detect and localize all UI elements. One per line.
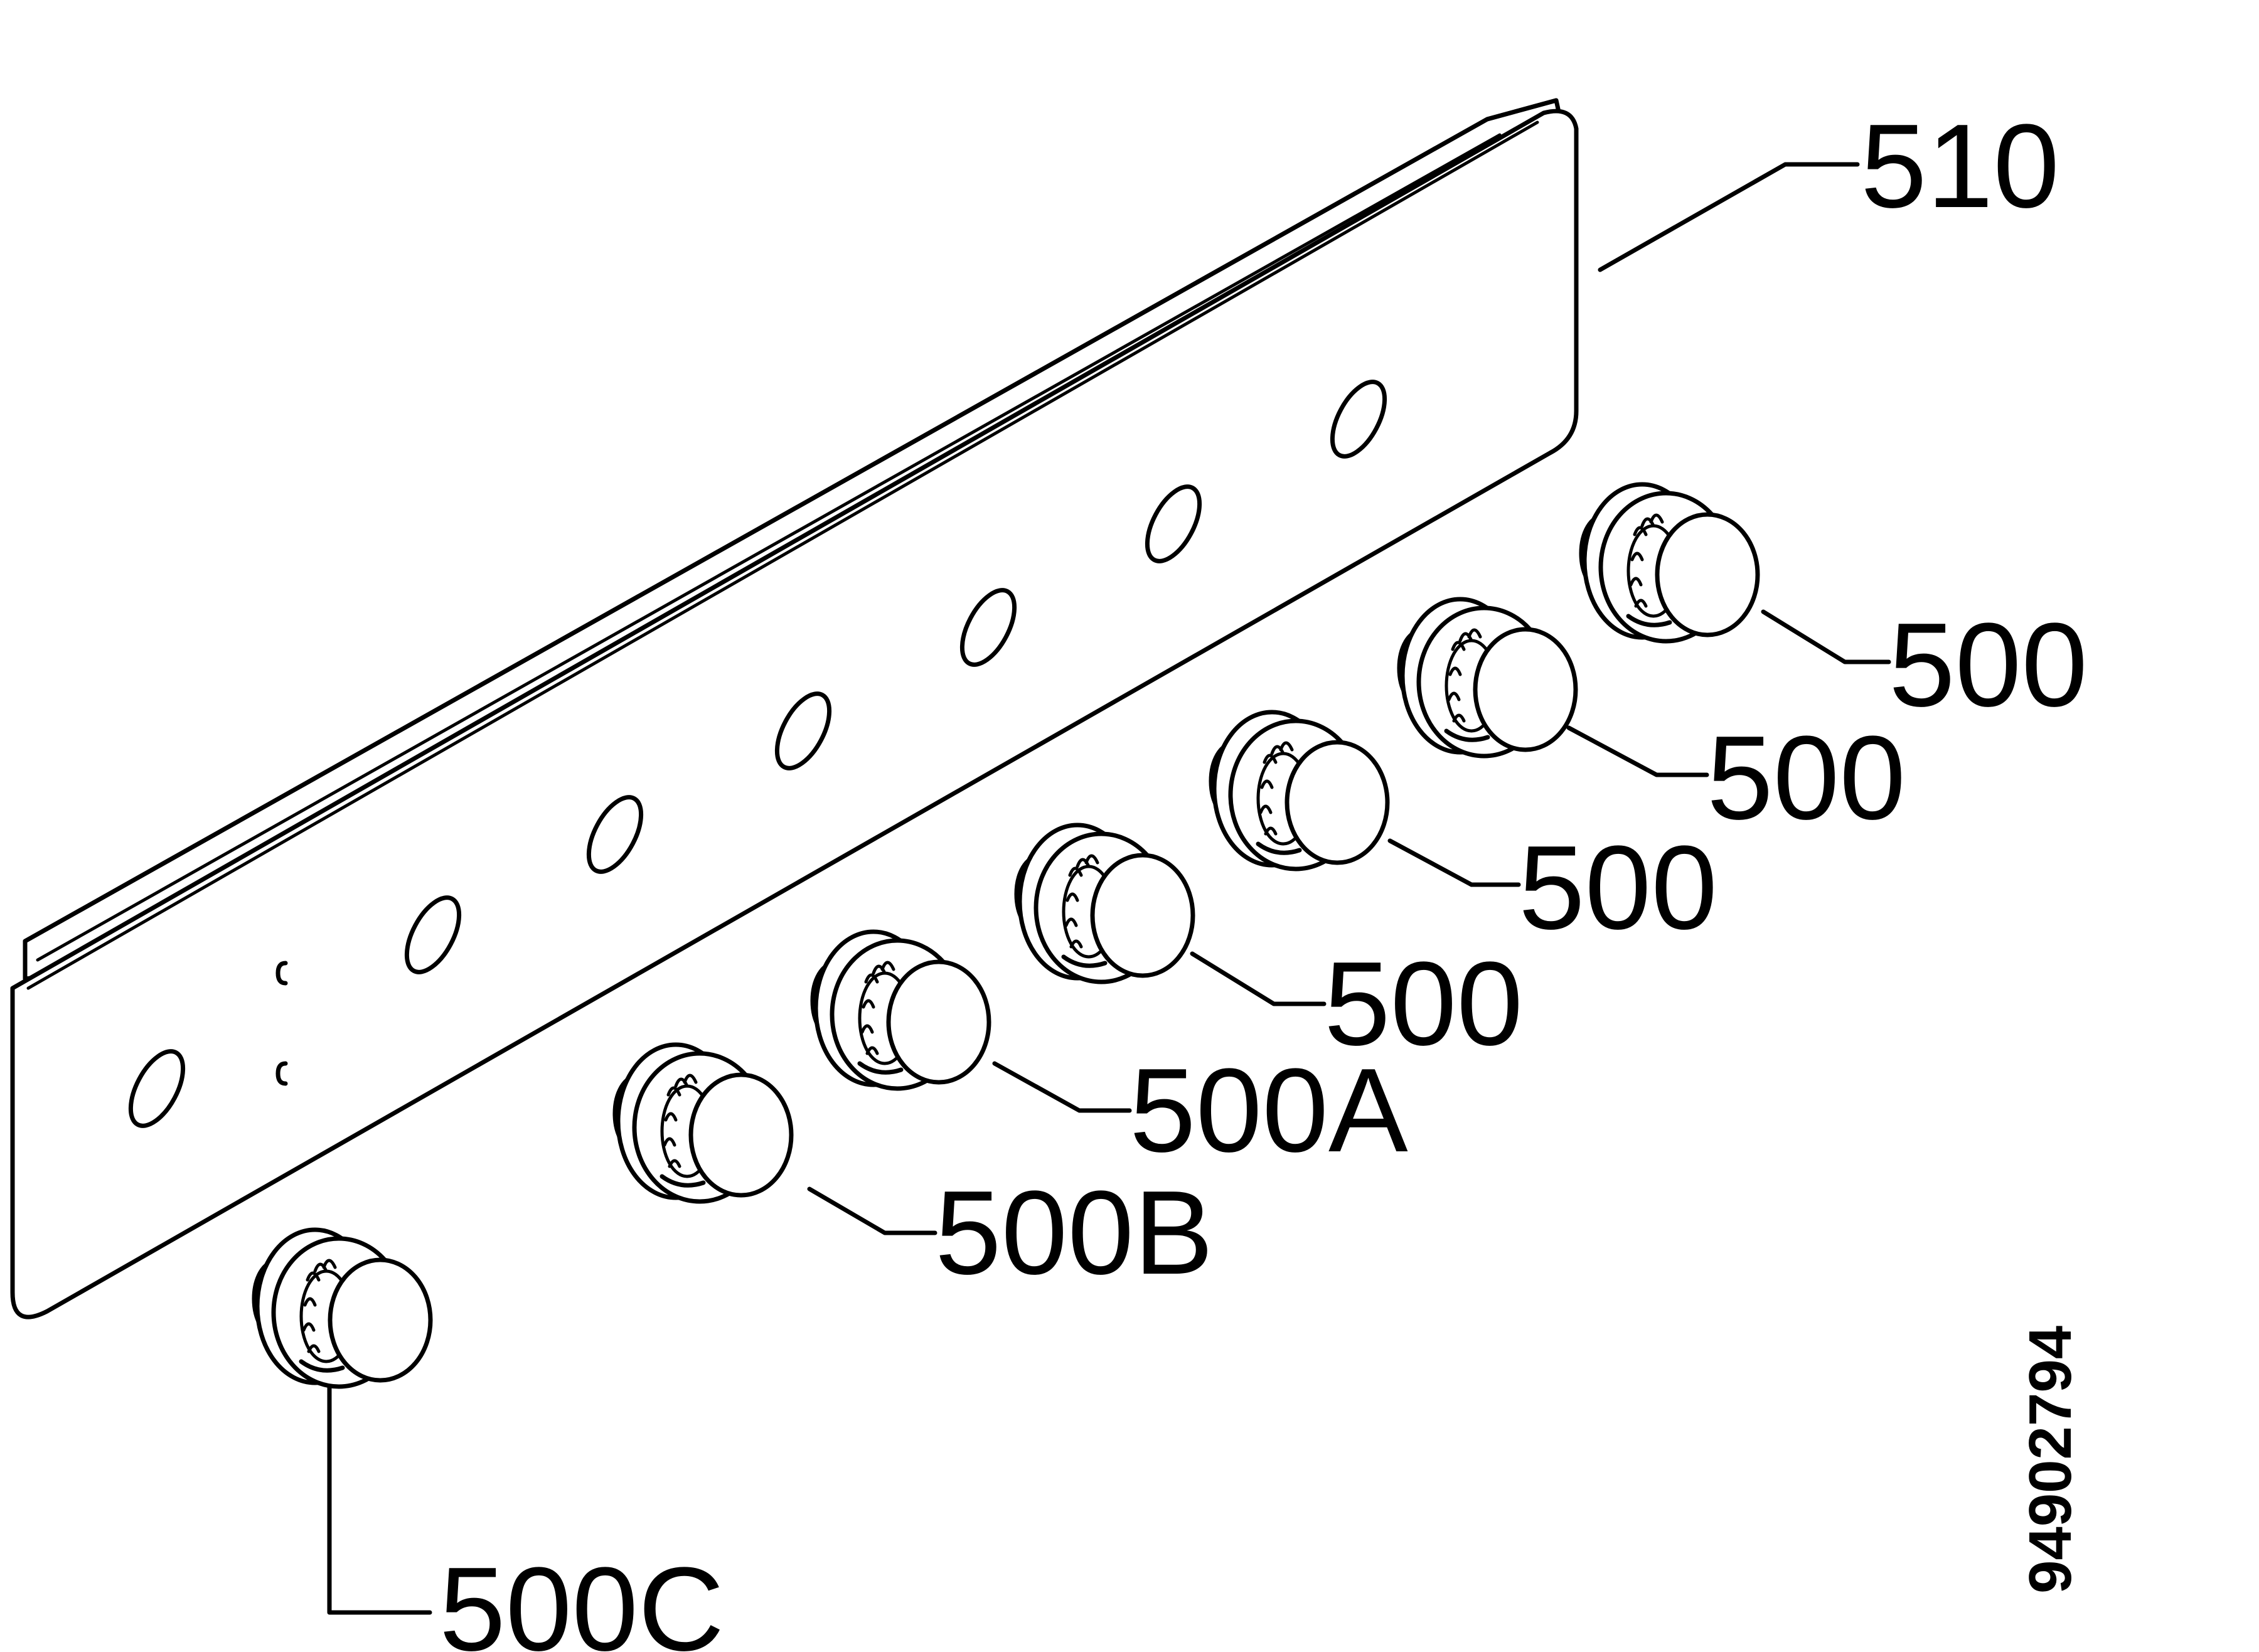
panel-hole-2 <box>404 895 462 974</box>
drawing-number: 94902794 <box>2017 1326 2084 1594</box>
panel-hole-3 <box>586 795 644 874</box>
panel-label: 510 <box>1861 100 2059 233</box>
knob-3-label: 500 <box>1519 821 1717 954</box>
knob-2-leader <box>1566 725 1709 777</box>
panel-leader-line <box>1598 162 1860 272</box>
panel-hole-6 <box>1145 484 1202 563</box>
knob-7-leader <box>327 1384 432 1615</box>
panel-hole-5 <box>959 588 1017 667</box>
knob-6-leader <box>807 1186 937 1235</box>
panel-clip-bottom <box>275 1061 288 1086</box>
knob-5-leader <box>992 1061 1132 1113</box>
knob-2-label: 500 <box>1707 711 1906 845</box>
knob-6-label: 500B <box>935 1166 1214 1299</box>
knob-3-leader <box>1387 838 1521 887</box>
panel-hole-7 <box>1330 380 1387 459</box>
knob-4-leader <box>1190 951 1327 1006</box>
knob-5-label: 500A <box>1130 1044 1408 1177</box>
knob-5 <box>813 932 989 1089</box>
knob-1-leader <box>1761 609 1891 664</box>
knob-1 <box>1581 484 1758 641</box>
knob-6 <box>615 1045 791 1202</box>
knob-4-label: 500 <box>1324 937 1523 1070</box>
knob-2 <box>1399 599 1576 756</box>
panel-hole-1 <box>128 1049 186 1128</box>
knob-7-label: 500C <box>439 1543 724 1652</box>
panel-clip-top <box>275 961 288 986</box>
control-panel <box>10 98 1579 1319</box>
panel-hole-4 <box>774 691 832 770</box>
knob-4 <box>1017 825 1193 982</box>
knob-7 <box>254 1230 430 1387</box>
knob-3 <box>1211 712 1387 869</box>
knob-1-label: 500 <box>1889 599 2088 732</box>
